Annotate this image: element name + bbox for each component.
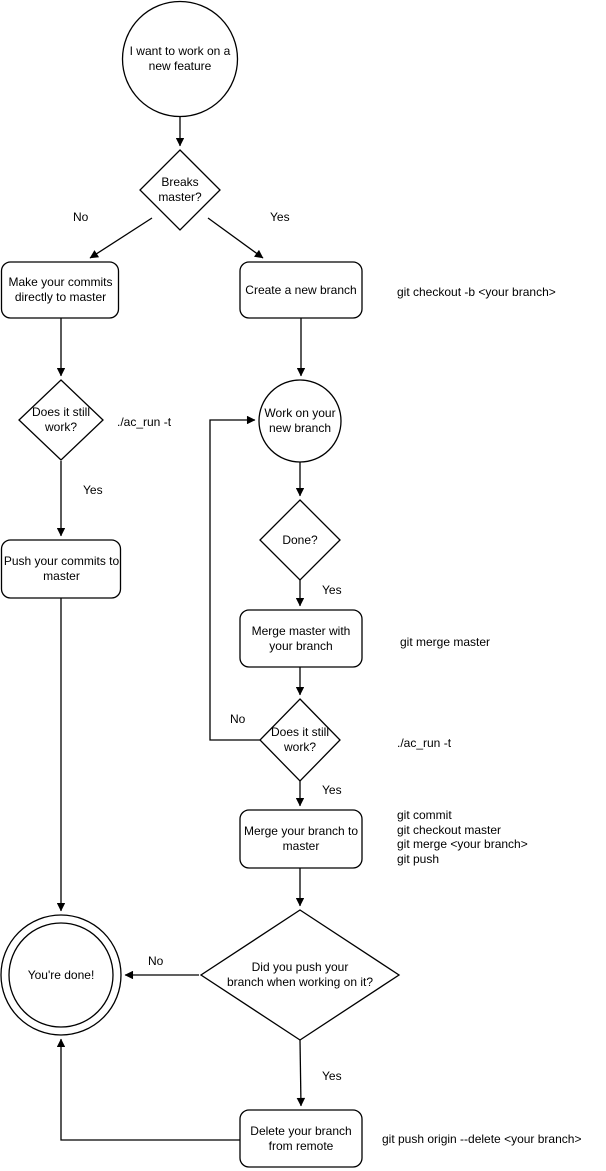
- edge-label-stillworks-mid-no: No: [229, 712, 247, 727]
- breaks-master-diamond: [139, 149, 221, 231]
- annotation-acrun-left: ./ac_run -t: [117, 415, 172, 429]
- edge-label-stillworks-left-yes: Yes: [82, 483, 104, 498]
- edge-stillworks-mid-no-loop: [209, 415, 260, 741]
- annotation-cmd-line: git checkout master: [397, 822, 502, 837]
- edge-breaks-yes: [207, 217, 264, 259]
- edge-label-done-yes: Yes: [321, 583, 343, 598]
- push-commits-box: [0, 539, 122, 599]
- start-circle: [121, 0, 239, 118]
- youre-done-inner-circle: [8, 922, 114, 1028]
- edge-label-breaks-no: No: [72, 210, 90, 225]
- annotation-cmd-line: git push: [397, 851, 440, 866]
- edge-didpush-yes: [296, 1039, 306, 1107]
- annotation-acrun-mid: ./ac_run -t: [397, 736, 452, 750]
- create-branch-box: [239, 261, 363, 319]
- done-diamond: [259, 499, 341, 581]
- delete-branch-box: [239, 1109, 363, 1168]
- edge-delete-to-done-circle: [56, 1038, 240, 1141]
- work-branch-circle: [258, 379, 342, 463]
- edge-label-didpush-yes: Yes: [321, 1069, 343, 1084]
- annotation-merge-master-cmd: git merge master: [400, 635, 491, 649]
- edge-label-stillworks-mid-yes: Yes: [321, 783, 343, 798]
- annotation-merge-branch-cmds: git commit git checkout master git merge…: [397, 808, 528, 866]
- still-works-left-diamond: [18, 379, 104, 461]
- edge-label-breaks-yes: Yes: [269, 210, 291, 225]
- edge-breaks-no: [89, 217, 153, 259]
- merge-master-box: [239, 609, 363, 668]
- annotation-delete-cmd: git push origin --delete <your branch>: [382, 1132, 582, 1146]
- annotation-cmd-line: git commit: [397, 808, 452, 822]
- merge-branch-box: [239, 809, 363, 869]
- annotation-checkout-cmd: git checkout -b <your branch>: [397, 285, 556, 299]
- make-commits-box: [0, 261, 120, 319]
- still-works-mid-diamond: [259, 698, 341, 782]
- did-push-diamond: [199, 909, 401, 1041]
- annotation-cmd-line: git merge <your branch>: [397, 837, 528, 852]
- edge-label-didpush-no: No: [147, 954, 165, 969]
